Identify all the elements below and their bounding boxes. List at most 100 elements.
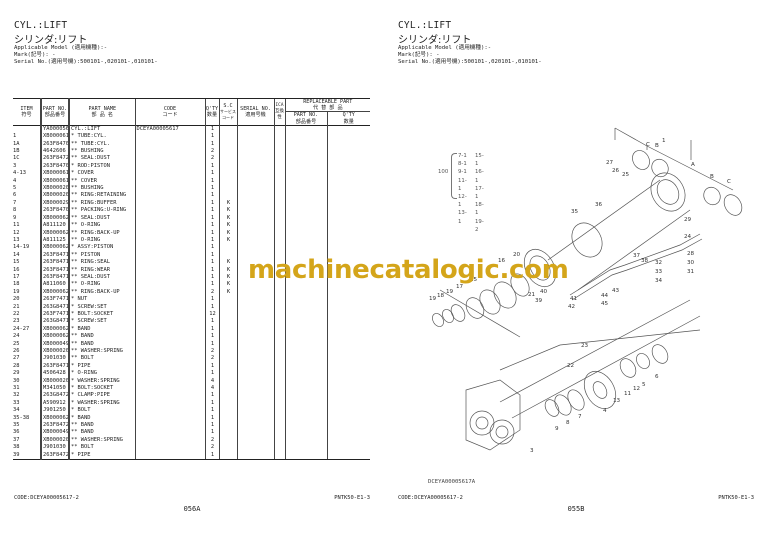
part-name-cell: ** PACKING:U-RING xyxy=(68,207,135,215)
rep-part-no-cell xyxy=(284,422,327,430)
part-name-cell: * NUT xyxy=(68,296,135,304)
page-title-japanese: シリンダ:リフト xyxy=(14,35,88,46)
code-cell xyxy=(134,392,205,400)
item-cell: 7 xyxy=(13,199,17,206)
brace-icon xyxy=(451,153,457,199)
part-no-cell: A811125 xyxy=(40,236,69,245)
code-cell xyxy=(134,162,205,171)
callout-30: 30 xyxy=(687,260,695,266)
sc-cell: K xyxy=(218,281,237,289)
serial-cell xyxy=(236,318,274,326)
qty-cell: 1 xyxy=(204,140,219,149)
footer-code: CODE:DCEYA00005617-2 xyxy=(14,495,79,501)
ica-cell xyxy=(273,355,285,363)
mark: Mark(記号): - xyxy=(398,52,440,59)
rep-part-no-cell xyxy=(284,407,327,415)
item-cell: 24 xyxy=(13,333,20,340)
callout-33: 33 xyxy=(655,269,663,275)
part-no-cell: M341050 xyxy=(40,385,69,393)
footer-publication-number: PNTK50-E1-3 xyxy=(334,495,370,501)
rep-qty-cell xyxy=(326,162,371,171)
part-no-cell: 263F847191 xyxy=(40,362,69,371)
ica-cell xyxy=(273,185,285,193)
callout-6: 6 xyxy=(655,374,659,380)
ica-cell xyxy=(273,155,285,163)
rep-part-no-cell xyxy=(284,429,327,437)
part-no-cell: XB00002088 xyxy=(40,192,69,200)
part-name-cell: ** WASHER:SPRING xyxy=(68,348,135,356)
qty-cell: 1 xyxy=(204,170,219,178)
rep-part-no-cell xyxy=(284,348,327,356)
ica-cell xyxy=(273,214,285,223)
qty-cell: 1 xyxy=(204,273,219,282)
item-cell: 35-38 xyxy=(13,414,30,421)
part-name-cell: * BOLT:SOCKET xyxy=(68,310,135,319)
item-cell: 19 xyxy=(13,288,20,295)
sc-cell xyxy=(218,451,237,461)
rep-part-no-cell xyxy=(284,236,327,245)
code-cell xyxy=(134,385,205,393)
callout-37: 37 xyxy=(633,253,641,259)
page-title: CYL.:LIFT xyxy=(398,20,452,31)
code-cell xyxy=(134,222,205,230)
callout-25: 25 xyxy=(622,172,630,178)
rep-qty-cell xyxy=(326,370,371,378)
callout-35: 35 xyxy=(571,209,579,215)
part-name-cell: * BAND xyxy=(68,414,135,423)
callout-41: 41 xyxy=(570,296,578,302)
rep-part-no-cell xyxy=(284,148,327,156)
part-name-cell: ** BAND xyxy=(68,340,135,348)
item-cell: 1 xyxy=(13,133,17,140)
serial-cell xyxy=(236,303,274,311)
kit-col-1: 7-1 8-1 9-1 11-1 12-1 13-1 xyxy=(458,153,467,225)
code-cell xyxy=(134,259,205,267)
applicable-model: Applicable Model (適用機種):- xyxy=(14,45,108,51)
rep-part-no-cell xyxy=(284,340,327,348)
callout-5: 5 xyxy=(642,382,646,388)
code-cell xyxy=(134,370,205,378)
rep-part-no-cell xyxy=(284,177,327,186)
item-cell: 24-27 xyxy=(13,325,30,332)
sc-cell xyxy=(218,385,237,393)
part-no-cell: XB00002033 xyxy=(40,348,69,356)
qty-cell: 1 xyxy=(204,192,219,200)
rep-part-no-cell xyxy=(284,296,327,304)
item-cell: 5 xyxy=(13,185,17,192)
rep-qty-cell xyxy=(326,392,371,400)
ica-cell xyxy=(273,199,285,208)
sc-cell xyxy=(218,296,237,304)
qty-cell: 1 xyxy=(204,207,219,215)
ica-cell xyxy=(273,451,285,461)
rep-qty-cell xyxy=(326,451,371,461)
part-no-cell: 263F847141 xyxy=(40,273,69,282)
callout-32: 32 xyxy=(655,260,662,266)
callout-c: C xyxy=(646,142,650,148)
part-no-cell: 263F747161 xyxy=(40,296,69,304)
part-no-cell: 263G847221 xyxy=(40,392,69,400)
sc-cell xyxy=(218,170,237,178)
qty-cell: 1 xyxy=(204,199,219,208)
serial-cell xyxy=(236,177,274,186)
callout-29: 29 xyxy=(684,217,692,223)
part-name-cell: ** BUSHING xyxy=(68,185,135,193)
sc-cell xyxy=(218,192,237,200)
rep-qty-cell xyxy=(326,222,371,230)
code-cell xyxy=(134,288,205,297)
code-cell xyxy=(134,399,205,408)
rep-part-no-cell xyxy=(284,170,327,178)
code-cell xyxy=(134,429,205,437)
part-name-cell: ** RING:BACK-UP xyxy=(68,229,135,237)
qty-cell: 1 xyxy=(204,214,219,223)
part-no-cell: 263F847011 xyxy=(40,140,69,149)
item-cell: 8 xyxy=(13,207,17,214)
qty-cell: 2 xyxy=(204,444,219,452)
part-name-cell: ** O-RING xyxy=(68,236,135,245)
rep-qty-cell xyxy=(326,407,371,415)
